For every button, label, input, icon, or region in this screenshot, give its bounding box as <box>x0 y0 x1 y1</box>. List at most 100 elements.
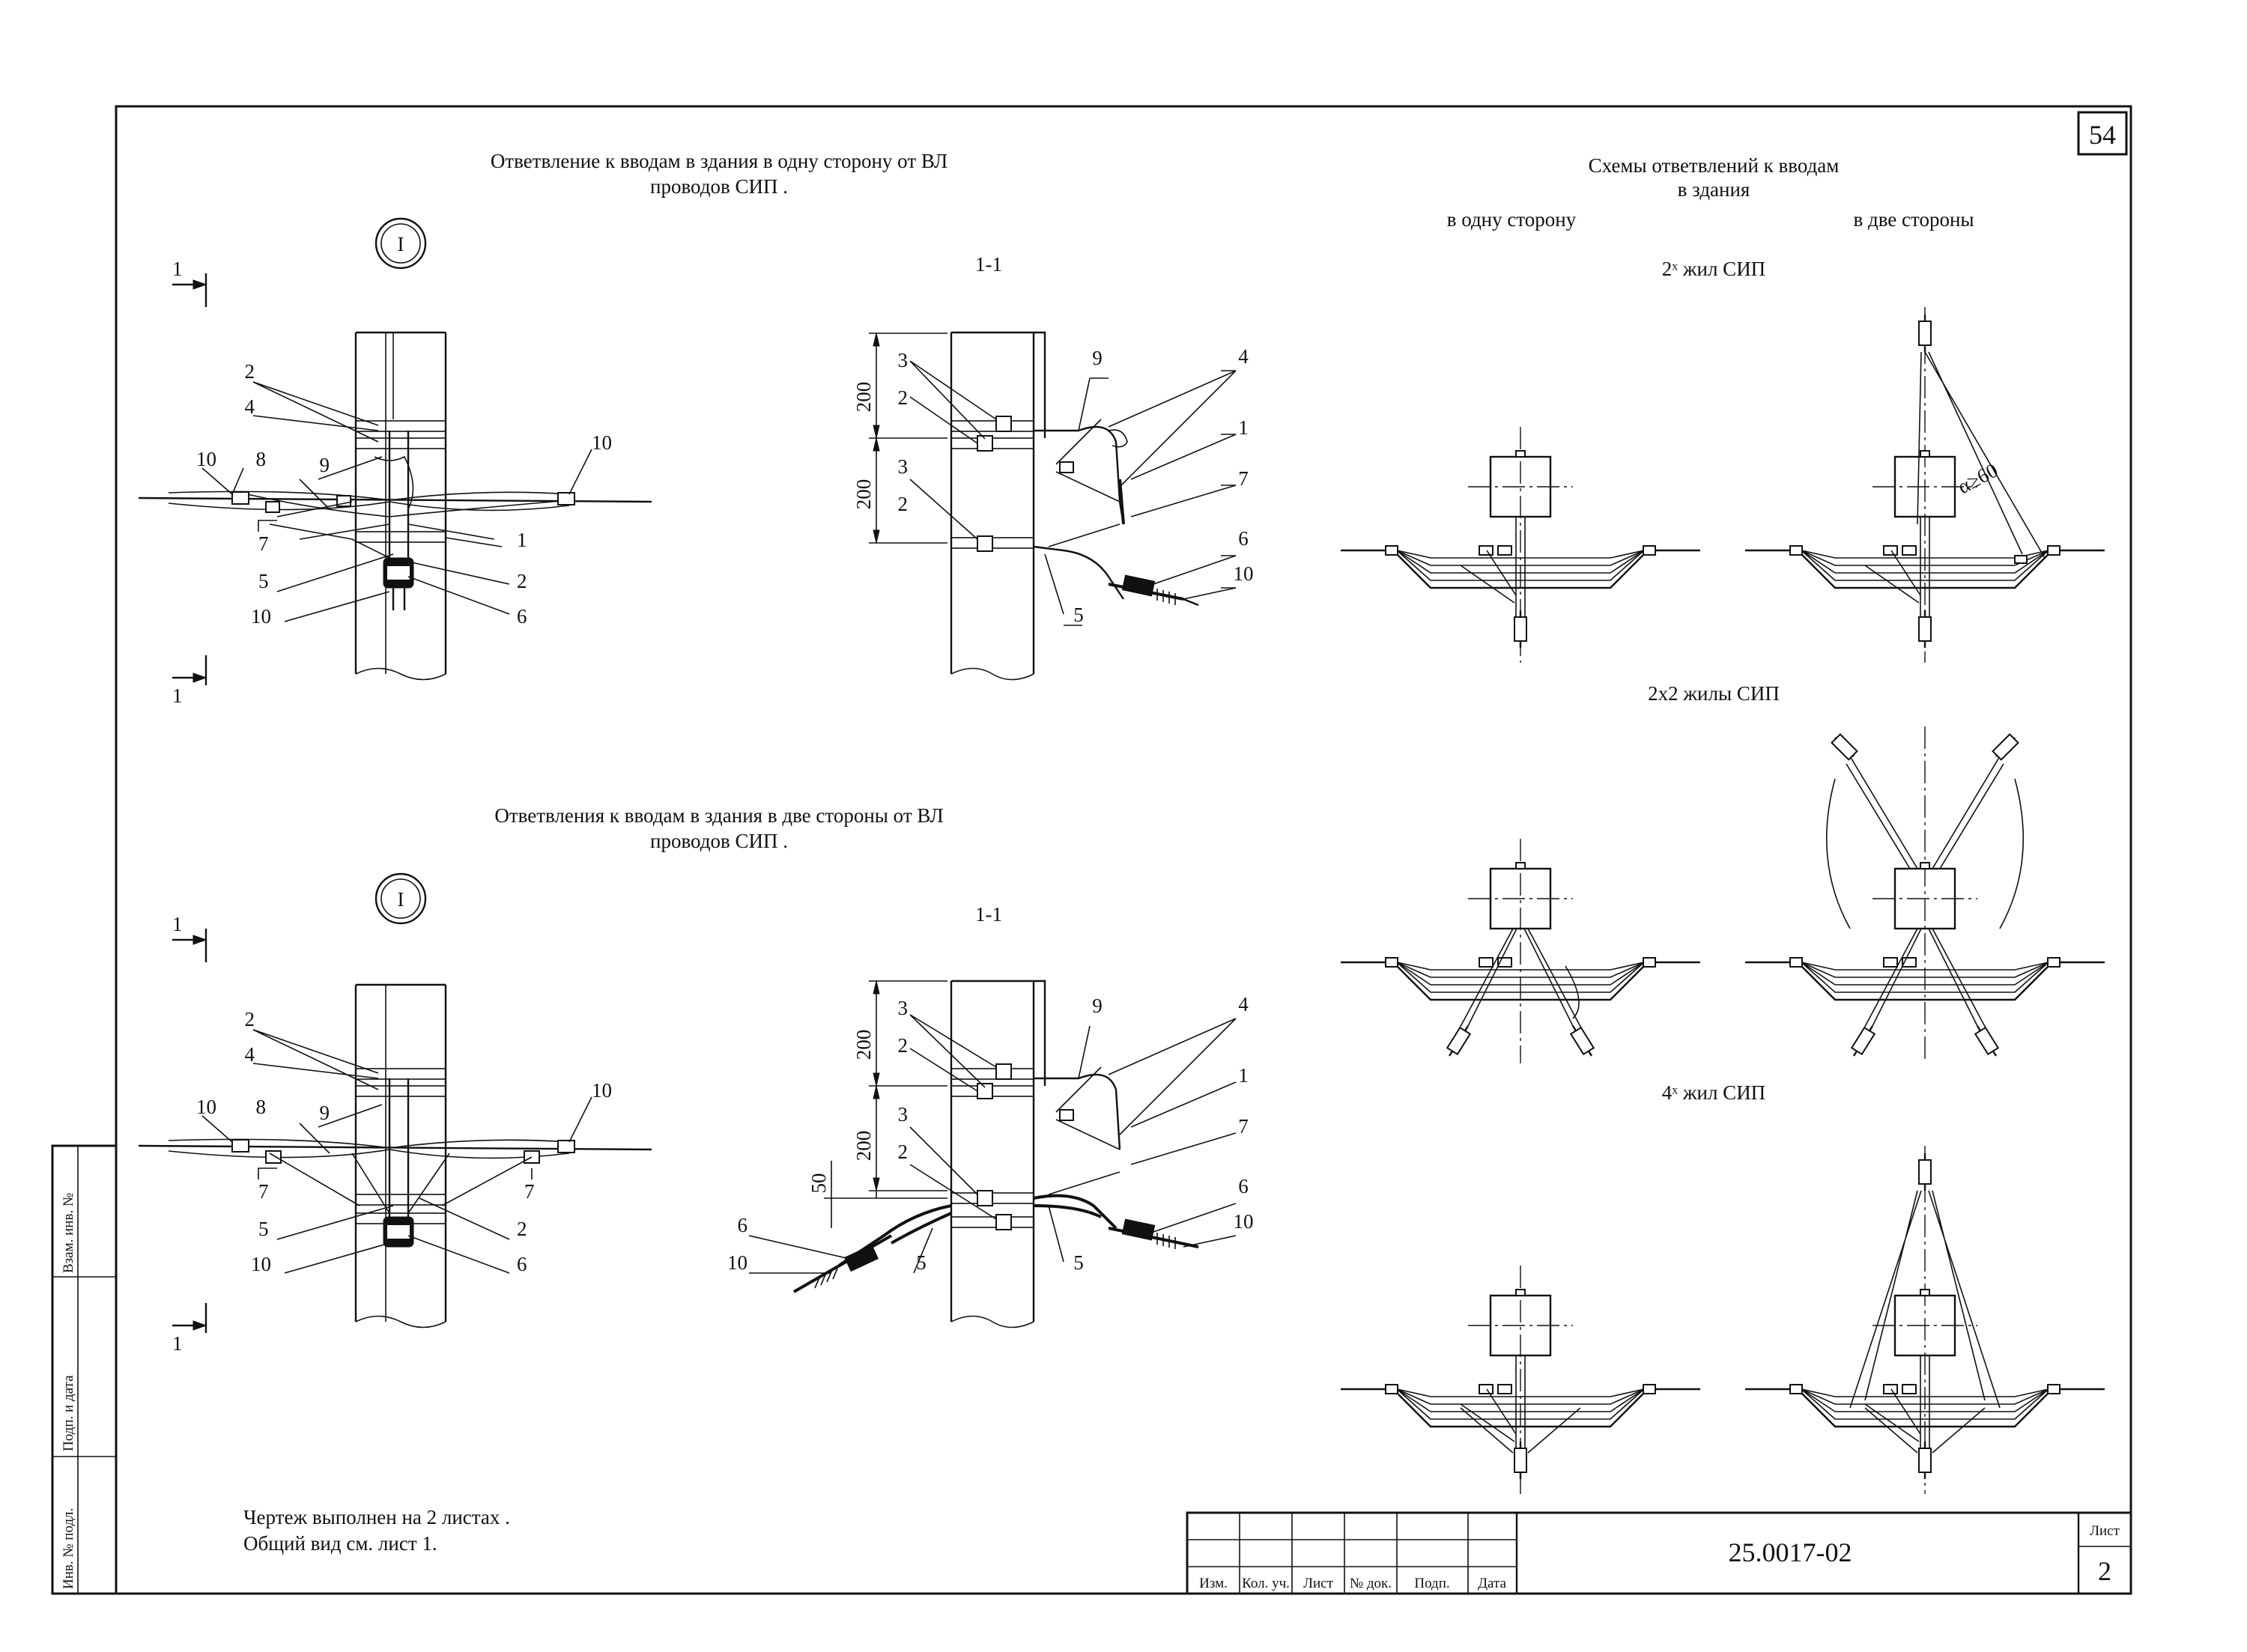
callouts-bottom-front: 2 4 8 9 10 10 7 7 5 10 2 6 <box>196 1008 612 1275</box>
svg-text:8: 8 <box>256 448 267 470</box>
svg-text:3: 3 <box>898 349 909 371</box>
svg-text:2: 2 <box>517 1218 527 1240</box>
callouts-top-section: 3 2 3 2 9 4 1 7 6 10 5 <box>898 345 1254 626</box>
svg-text:6: 6 <box>1238 527 1249 550</box>
sheet-label: Лист <box>2090 1523 2120 1539</box>
svg-text:Лист: Лист <box>1303 1576 1333 1591</box>
svg-text:9: 9 <box>320 1102 330 1124</box>
svg-text:Кол. уч.: Кол. уч. <box>1242 1576 1290 1591</box>
scheme-4-core-one-side <box>1341 1266 1700 1494</box>
page-number-box <box>2077 111 2128 156</box>
svg-text:4: 4 <box>1238 993 1249 1015</box>
section-title-top: 1-1 <box>975 253 1002 276</box>
svg-text:6: 6 <box>1238 1175 1249 1197</box>
svg-text:9: 9 <box>320 454 330 476</box>
svg-text:8: 8 <box>256 1096 267 1118</box>
svg-text:Подп.: Подп. <box>1414 1576 1449 1591</box>
svg-text:7: 7 <box>1238 467 1249 490</box>
outer-frame <box>115 105 2132 1595</box>
svg-text:10: 10 <box>196 1096 216 1118</box>
svg-text:9: 9 <box>1092 347 1103 369</box>
svg-text:10: 10 <box>592 431 612 454</box>
svg-text:Изм.: Изм. <box>1199 1576 1228 1591</box>
top-title-line2: проводов СИП . <box>650 175 788 198</box>
page-number: 54 <box>2089 120 2116 150</box>
bottom-front-view: I 1 1 2 4 8 9 10 10 7 <box>138 872 652 1355</box>
svg-text:в здания: в здания <box>1678 178 1750 201</box>
svg-text:№ док.: № док. <box>1350 1576 1392 1591</box>
schemes-panel: Схемы ответвлений к вводам в здания в од… <box>1341 154 2105 1494</box>
svg-text:4: 4 <box>245 1043 255 1066</box>
svg-text:3: 3 <box>898 455 909 478</box>
scheme-2x2-core-one-side <box>1341 839 1700 1063</box>
svg-text:200: 200 <box>852 479 875 510</box>
svg-text:10: 10 <box>1234 562 1254 585</box>
svg-text:4: 4 <box>1238 345 1249 368</box>
view-marker-label: I <box>398 233 404 255</box>
angle-label: α≥60 <box>1954 459 2002 499</box>
svg-text:2: 2 <box>898 386 909 409</box>
svg-text:1: 1 <box>172 1332 183 1355</box>
svg-text:4: 4 <box>245 395 255 418</box>
view-marker-circle <box>374 217 427 270</box>
svg-text:5: 5 <box>1073 1251 1084 1274</box>
svg-text:5: 5 <box>258 1218 269 1240</box>
svg-text:200: 200 <box>852 1030 875 1060</box>
svg-text:7: 7 <box>258 1180 269 1203</box>
svg-text:7: 7 <box>1238 1115 1249 1138</box>
svg-text:4ˣ жил СИП: 4ˣ жил СИП <box>1662 1081 1765 1104</box>
svg-text:2: 2 <box>245 1008 255 1030</box>
svg-text:1: 1 <box>1238 1064 1249 1087</box>
callouts-bottom-section: 3 2 3 2 9 4 1 7 6 10 5 5 6 10 <box>727 993 1254 1274</box>
svg-text:10: 10 <box>727 1251 748 1274</box>
svg-text:5: 5 <box>916 1251 927 1274</box>
section-mark-bottom: 1 <box>172 684 183 707</box>
bottom-title-line2: проводов СИП . <box>650 830 788 852</box>
svg-text:10: 10 <box>251 605 271 628</box>
stamp-inv: Инв. № подл. <box>61 1508 76 1589</box>
svg-text:1-1: 1-1 <box>975 903 1002 926</box>
note-line2: Общий вид см. лист 1. <box>243 1532 437 1555</box>
svg-text:в две стороны: в две стороны <box>1853 208 1974 231</box>
svg-text:в одну сторону: в одну сторону <box>1447 208 1577 231</box>
svg-text:5: 5 <box>1073 604 1084 626</box>
stamp-podp: Подп. и дата <box>61 1375 76 1451</box>
svg-text:9: 9 <box>1092 994 1103 1017</box>
top-title-line1: Ответвление к вводам в здания в одну сто… <box>491 150 947 172</box>
svg-text:2ˣ жил СИП: 2ˣ жил СИП <box>1662 258 1765 280</box>
side-stamp: Взам. инв. № Подп. и дата Инв. № подл. <box>51 1144 118 1595</box>
svg-text:5: 5 <box>258 570 269 592</box>
svg-text:2: 2 <box>517 570 527 592</box>
svg-text:2: 2 <box>898 1141 909 1163</box>
svg-text:2: 2 <box>898 1034 909 1057</box>
scheme-2-core-two-sides <box>1745 307 2105 663</box>
top-section-view: 1-1 200 200 <box>852 253 1254 681</box>
svg-text:3: 3 <box>898 1103 909 1126</box>
title-block: Изм. Кол. уч. Лист № док. Подп. Дата 25.… <box>1186 1511 2132 1595</box>
doc-number: 25.0017-02 <box>1729 1537 1852 1567</box>
svg-text:6: 6 <box>738 1214 748 1236</box>
svg-text:200: 200 <box>852 1131 875 1161</box>
top-front-view: I 1 1 2 <box>138 217 652 707</box>
svg-text:1: 1 <box>172 913 183 935</box>
svg-text:7: 7 <box>524 1180 535 1203</box>
bottom-title-line1: Ответвления к вводам в здания в две стор… <box>494 804 943 827</box>
section-mark-top: 1 <box>172 258 183 280</box>
svg-text:10: 10 <box>592 1079 612 1102</box>
svg-text:50: 50 <box>807 1173 830 1194</box>
stamp-vzam: Взам. инв. № <box>61 1193 76 1273</box>
svg-text:10: 10 <box>1234 1210 1254 1233</box>
sheet-value: 2 <box>2098 1556 2111 1586</box>
svg-text:200: 200 <box>852 382 875 413</box>
svg-text:Схемы ответвлений к вводам: Схемы ответвлений к вводам <box>1589 154 1840 177</box>
svg-text:10: 10 <box>251 1253 271 1275</box>
svg-text:2: 2 <box>898 493 909 515</box>
scheme-2-core-one-side <box>1341 427 1700 663</box>
svg-text:6: 6 <box>517 1253 527 1275</box>
svg-text:1: 1 <box>1238 416 1249 439</box>
svg-text:Дата: Дата <box>1478 1576 1506 1591</box>
callouts-top-front: 2 4 8 9 10 10 7 5 10 1 2 6 <box>196 360 612 628</box>
note-line1: Чертеж выполнен на 2 листах . <box>243 1506 510 1528</box>
